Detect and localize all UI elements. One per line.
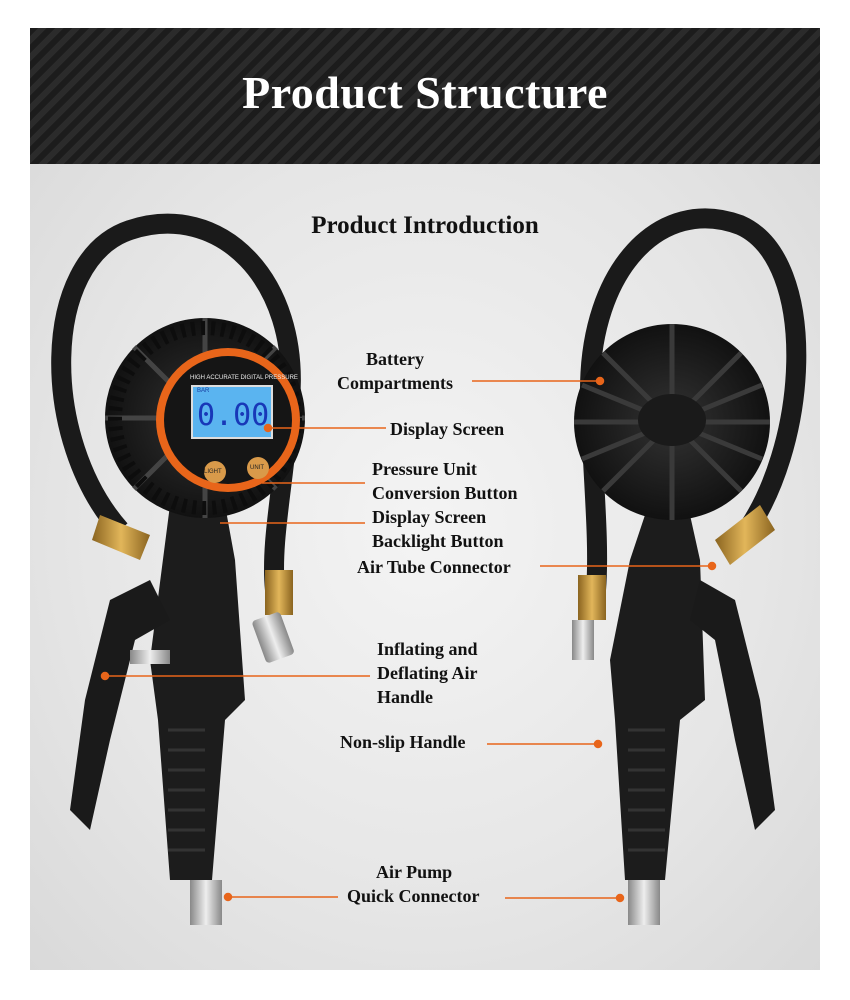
header-banner: Product Structure (30, 28, 820, 164)
label-backlight-1: Display Screen (372, 507, 487, 527)
gauge-reading: 0.00 (197, 398, 270, 433)
label-battery-1: Battery (366, 349, 424, 369)
label-quick-connector-2: Quick Connector (347, 886, 480, 906)
label-battery-2: Compartments (337, 373, 453, 393)
left-gauge-tool (51, 213, 305, 925)
left-quick-connector (190, 880, 222, 925)
unit-button: UNIT (250, 465, 264, 471)
right-quick-connector (628, 880, 660, 925)
label-unit-button-1: Pressure Unit (372, 459, 477, 479)
gauge-unit: BAR (197, 388, 210, 394)
right-gauge-tool (572, 208, 807, 925)
light-button: LIGHT (204, 469, 222, 475)
gauge-brand-text: HIGH ACCURATE DIGITAL PRESSURE (190, 375, 298, 381)
label-unit-button-2: Conversion Button (372, 483, 518, 503)
label-handle-1: Inflating and (377, 639, 478, 659)
label-non-slip: Non-slip Handle (340, 732, 466, 752)
label-quick-connector-1: Air Pump (376, 862, 453, 882)
leader-lines (100, 376, 717, 903)
label-backlight-2: Backlight Button (372, 531, 504, 551)
label-handle-3: Handle (377, 687, 434, 707)
section-title: Product Introduction (311, 212, 539, 239)
label-air-tube: Air Tube Connector (357, 557, 511, 577)
page-title: Product Structure (242, 67, 608, 118)
label-handle-2: Deflating Air (377, 663, 478, 683)
label-display-screen: Display Screen (390, 419, 505, 439)
